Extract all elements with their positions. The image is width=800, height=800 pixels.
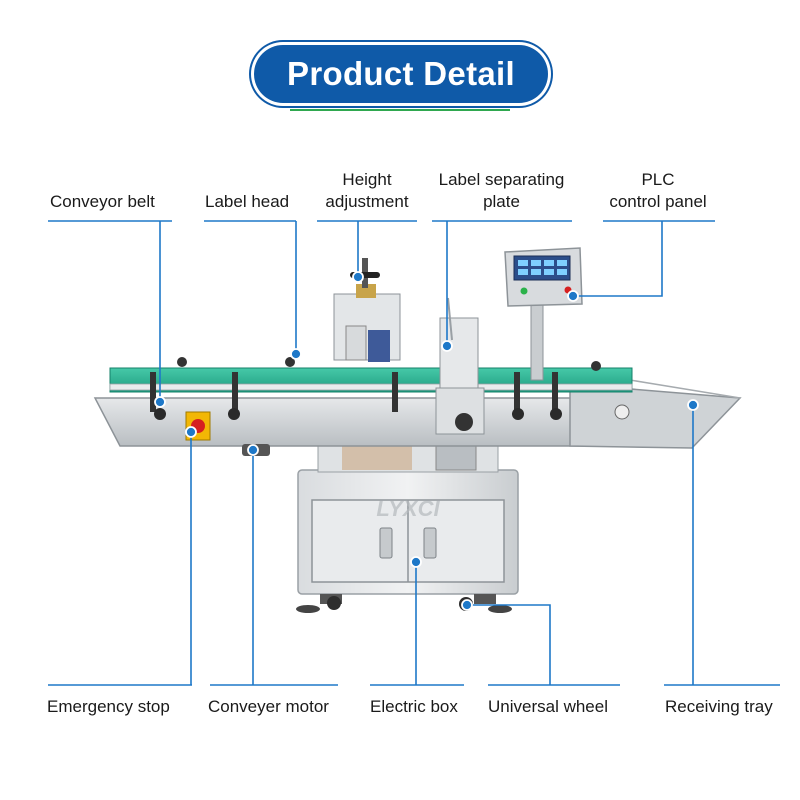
door-handle-right [423, 527, 437, 559]
dot-receiving-tray [687, 399, 699, 411]
label-height-adjustment-line2: adjustment [325, 192, 409, 211]
leader-plc-control-panel [573, 221, 663, 297]
separating-plate [439, 317, 479, 389]
receiving-tray-body [569, 383, 742, 449]
dot-plc-control-panel [567, 290, 579, 302]
label-head-assembly [333, 293, 401, 361]
label-conveyer-motor: Conveyer motor [208, 697, 329, 716]
label-label-separating-line1: Label separating [438, 170, 565, 189]
label-label-separating-line2: plate [483, 192, 520, 211]
plc-screen [513, 255, 571, 281]
dot-label-head [290, 348, 302, 360]
label-plc-line1: PLC [641, 170, 675, 189]
label-plc-control-panel: PLC control panel [601, 169, 715, 213]
dot-universal-wheel [461, 599, 473, 611]
label-emergency-stop: Emergency stop [47, 697, 170, 716]
label-roll [368, 330, 390, 362]
brand-watermark: LYXCI [376, 496, 440, 521]
label-height-adjustment: Height adjustment [317, 169, 417, 213]
callout-dots [154, 271, 699, 611]
dot-conveyor-belt [154, 396, 166, 408]
conveyor-frame [93, 397, 651, 447]
machine-illustration [93, 247, 742, 613]
dot-height-adjustment [352, 271, 364, 283]
page-title: Product Detail [254, 45, 548, 103]
label-plc-line2: control panel [609, 192, 707, 211]
leader-universal-wheel [467, 604, 551, 685]
dot-conveyer-motor [247, 444, 259, 456]
label-electric-box: Electric box [370, 697, 458, 716]
dot-emergency-stop [185, 426, 197, 438]
callout-lines [48, 220, 780, 686]
label-conveyor-belt: Conveyor belt [50, 192, 155, 211]
label-universal-wheel: Universal wheel [488, 697, 608, 716]
plc-pole [530, 299, 544, 381]
dot-label-separating-plate [441, 340, 453, 352]
door-handle-left [379, 527, 393, 559]
label-label-head: Label head [205, 192, 290, 211]
title-underline [290, 109, 510, 111]
wheel-set [296, 594, 512, 613]
label-label-separating-plate: Label separating plate [430, 169, 573, 213]
label-receiving-tray: Receiving tray [665, 697, 773, 716]
label-height-adjustment-line1: Height [342, 170, 392, 189]
dot-electric-box [410, 556, 422, 568]
